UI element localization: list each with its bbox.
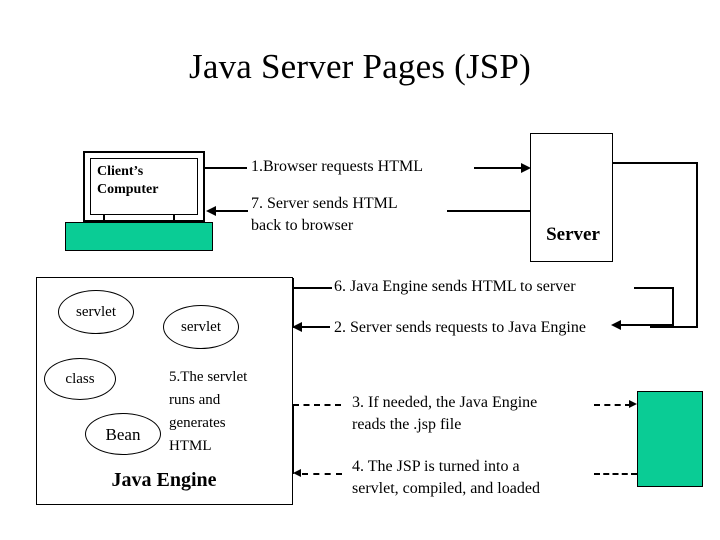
step-3-arrowhead [629, 400, 637, 408]
java-engine-right-spine-top [292, 278, 294, 328]
step-2-text: 2. Server sends requests to Java Engine [334, 319, 586, 336]
java-engine-note: 5.The servlet runs and generates HTML [169, 369, 248, 454]
step-2-connector-return [650, 326, 698, 328]
step-1-text: 1.Browser requests HTML [251, 158, 423, 175]
step-1-arrowhead [521, 163, 531, 173]
client-computer-screen [90, 158, 198, 215]
page-title: Java Server Pages (JSP) [189, 47, 531, 86]
step-2-connector-top [612, 162, 698, 164]
step-6-connector-left [292, 287, 332, 289]
monitor-stand-left [103, 214, 105, 222]
step-7-connector-left [214, 210, 248, 212]
step-1-connector-left [205, 167, 247, 169]
jsp-file-store-box [637, 391, 703, 487]
step-6-connector-return [620, 324, 674, 326]
step-4-dashed-right [594, 473, 637, 475]
monitor-stand-right [173, 214, 175, 222]
step-1-connector-right [474, 167, 524, 169]
java-engine-label: Java Engine [111, 469, 217, 491]
step-4-arrowhead [293, 469, 301, 477]
step-7-text: 7. Server sends HTML back to browser [251, 195, 398, 234]
class-oval: class [44, 358, 116, 400]
java-engine-right-spine-bottom [292, 404, 294, 474]
client-computer-monitor: Client’s Computer [83, 151, 205, 222]
server-box [530, 133, 613, 262]
step-4-text: 4. The JSP is turned into a servlet, com… [352, 458, 540, 497]
step-6-connector-right [634, 287, 674, 289]
step-6-arrowhead [611, 320, 621, 330]
step-2-arrowhead [292, 322, 302, 332]
step-4-dashed-left [302, 473, 342, 475]
client-computer-base [65, 222, 213, 251]
servlet-oval-1: servlet [58, 290, 134, 334]
bean-oval: Bean [85, 413, 161, 455]
step-6-text: 6. Java Engine sends HTML to server [334, 278, 576, 295]
client-computer-label: Client’s Computer [97, 164, 159, 197]
step-2-connector-drop [696, 162, 698, 327]
step-7-connector-right [447, 210, 530, 212]
step-3-dashed-right [594, 404, 631, 406]
server-label: Server [546, 224, 600, 245]
step-6-connector-riser [672, 288, 674, 326]
step-3-dashed-left [293, 404, 341, 406]
step-2-connector-left [300, 326, 330, 328]
servlet-oval-2: servlet [163, 305, 239, 349]
step-3-text: 3. If needed, the Java Engine reads the … [352, 394, 538, 433]
step-7-arrowhead [206, 206, 216, 216]
